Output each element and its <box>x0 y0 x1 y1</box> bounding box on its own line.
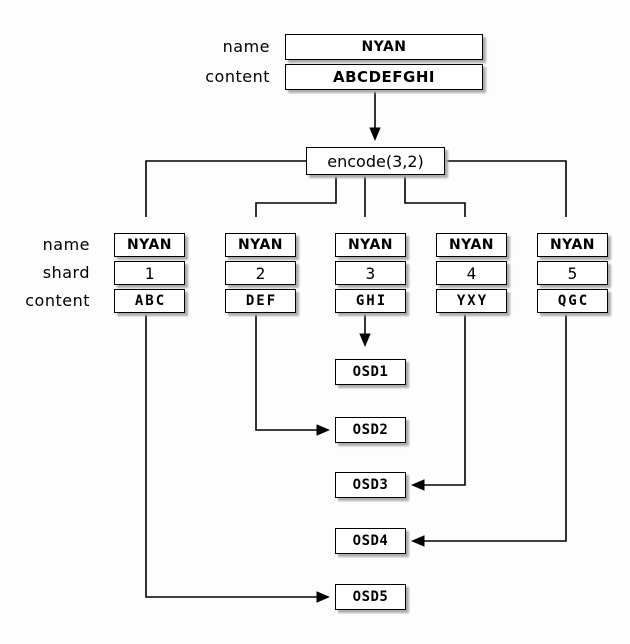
osd2-label: OSD2 <box>352 422 389 438</box>
shard3-name-box: NYAN <box>335 233 406 257</box>
shard3-shard-box: 3 <box>335 261 406 285</box>
encode-box: encode(3,2) <box>306 147 445 175</box>
shard3-content-value: GHI <box>355 293 388 309</box>
shard2-name-box: NYAN <box>225 233 296 257</box>
shard5-name-box: NYAN <box>537 233 608 257</box>
shard2-content-box: DEF <box>225 289 296 313</box>
object-name-label: name <box>222 37 270 56</box>
shard3-name-value: NYAN <box>347 237 394 253</box>
shard2-to-osd2-arrowhead <box>316 424 330 436</box>
row-label-content: content <box>25 291 90 310</box>
encode-to-shard2-line <box>255 175 337 217</box>
shard3-to-osd1-arrowhead <box>359 333 371 347</box>
shard5-shard-value: 5 <box>567 263 578 283</box>
shard1-name-value: NYAN <box>126 237 173 253</box>
shard4-name-box: NYAN <box>436 233 507 257</box>
shard2-name-value: NYAN <box>237 237 284 253</box>
shard1-to-osd5-line <box>145 313 317 598</box>
shard4-shard-value: 4 <box>466 263 477 283</box>
shard3-shard-value: 3 <box>365 263 376 283</box>
shard5-to-osd4-line <box>424 313 567 542</box>
osd5-box: OSD5 <box>335 584 406 610</box>
osd1-box: OSD1 <box>335 359 406 385</box>
shard1-name-box: NYAN <box>114 233 185 257</box>
shard2-shard-box: 2 <box>225 261 296 285</box>
row-label-name: name <box>42 235 90 254</box>
object-content-value: ABCDEFGHI <box>333 68 435 86</box>
shard4-content-box: YXY <box>436 289 507 313</box>
shard2-content-value: DEF <box>245 293 278 309</box>
osd4-box: OSD4 <box>335 528 406 554</box>
shard1-to-osd5-arrowhead <box>316 591 330 603</box>
shard1-shard-value: 1 <box>144 263 155 283</box>
encode-to-shard1-line <box>145 160 306 217</box>
encode-label: encode(3,2) <box>327 151 424 171</box>
shard5-to-osd4-arrowhead <box>411 535 425 547</box>
shard5-shard-box: 5 <box>537 261 608 285</box>
osd1-label: OSD1 <box>352 364 389 380</box>
shard4-shard-box: 4 <box>436 261 507 285</box>
osd5-label: OSD5 <box>352 589 389 605</box>
shard4-to-osd3-line <box>424 313 466 486</box>
object-name-box: NYAN <box>285 34 483 60</box>
shard5-content-value: QGC <box>557 293 590 309</box>
encode-to-shard4-line <box>404 175 466 217</box>
shard1-content-box: ABC <box>114 289 185 313</box>
encode-to-shard5-line <box>445 160 567 217</box>
row-label-shard: shard <box>42 263 90 282</box>
shard5-content-box: QGC <box>537 289 608 313</box>
osd4-label: OSD4 <box>352 533 389 549</box>
shard1-shard-box: 1 <box>114 261 185 285</box>
osd2-box: OSD2 <box>335 417 406 443</box>
object-name-value: NYAN <box>361 39 407 55</box>
osd3-label: OSD3 <box>352 477 389 493</box>
object-to-encode-arrowhead <box>369 127 381 141</box>
shard5-name-value: NYAN <box>549 237 596 253</box>
object-content-box: ABCDEFGHI <box>285 64 483 90</box>
osd3-box: OSD3 <box>335 472 406 498</box>
shard2-shard-value: 2 <box>255 263 266 283</box>
shard1-content-value: ABC <box>134 293 167 309</box>
shard4-to-osd3-arrowhead <box>411 479 425 491</box>
shard2-to-osd2-line <box>255 313 317 431</box>
object-content-label: content <box>205 67 270 86</box>
shard4-content-value: YXY <box>456 293 489 309</box>
shard4-name-value: NYAN <box>448 237 495 253</box>
shard3-content-box: GHI <box>335 289 406 313</box>
